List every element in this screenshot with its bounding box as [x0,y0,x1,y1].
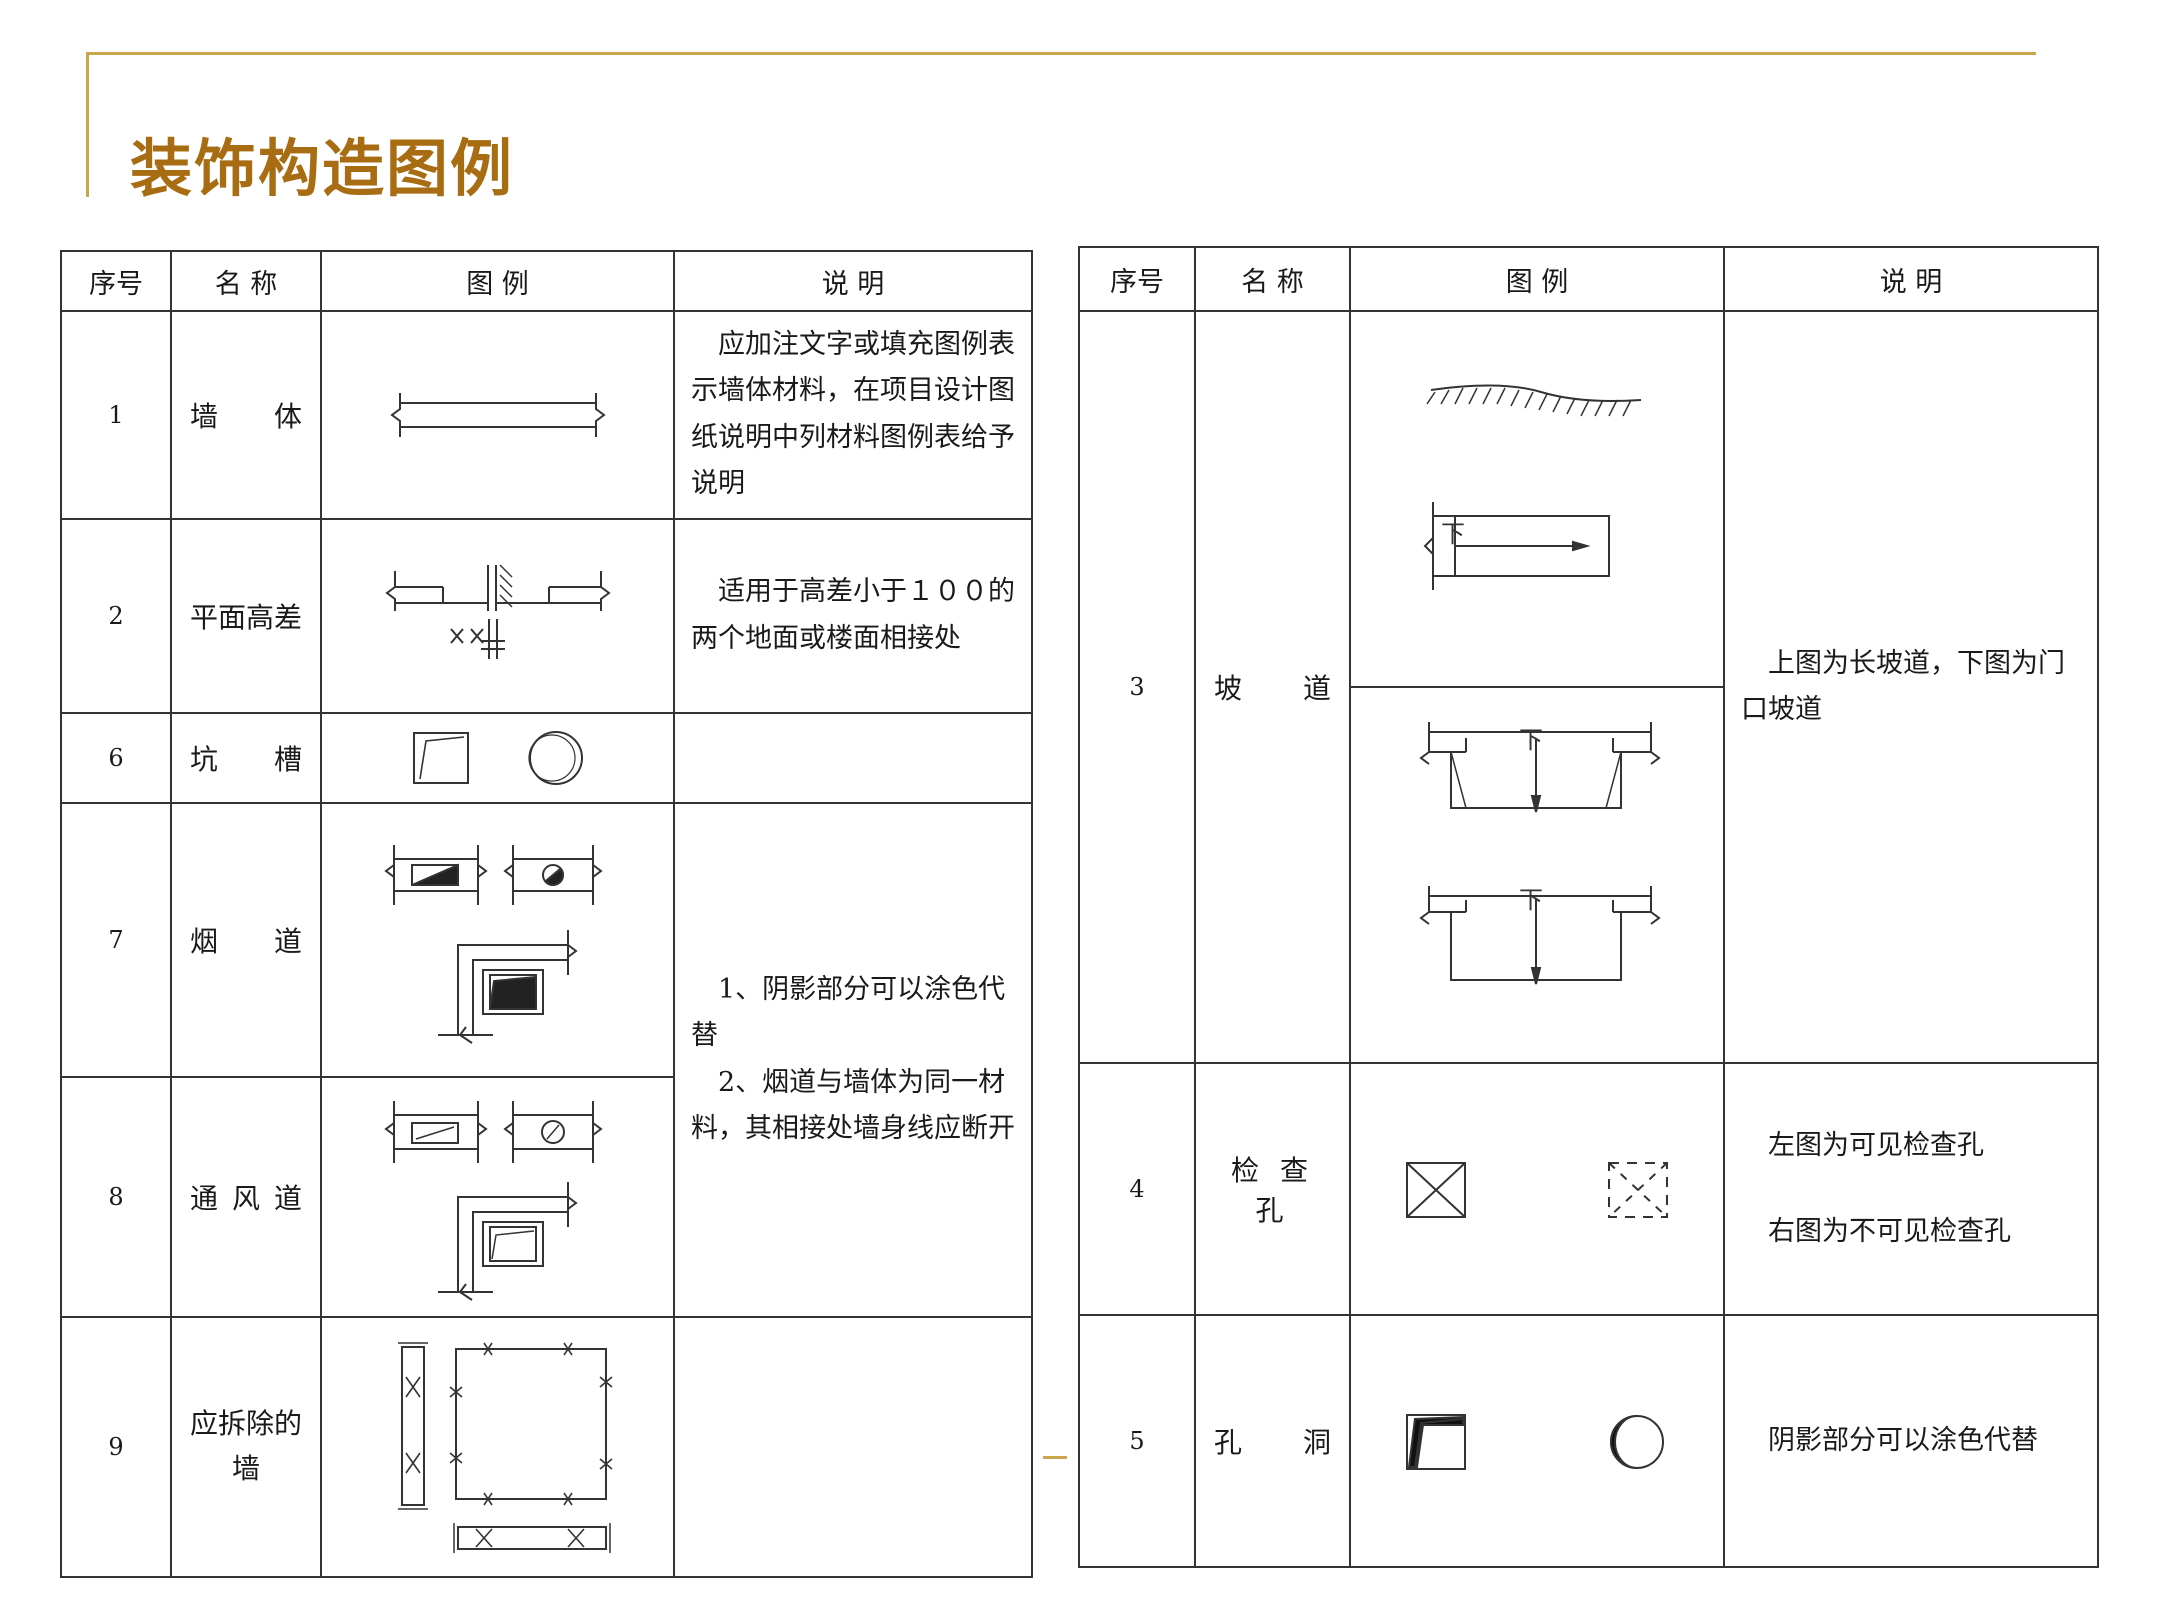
header-desc: 说 明 [673,250,1033,312]
table-header-row: 序号 名 称 图 例 说 明 [1078,246,2099,312]
table-row: 8 通风道 [60,1075,1032,1318]
table-row: 2 平面高差 适用于高差小于１００的两个地面或楼面相接处 [60,517,1033,714]
header-no: 序号 [60,250,172,312]
table-row: 4 检 查 孔 左图为可见检查孔 右图为不可见检查孔 [1078,1062,2099,1316]
row-number: 1 [60,310,172,520]
desc-line-1: 1、阴影部分可以涂色代替 [691,973,1006,1052]
wall-symbol-icon [320,310,675,520]
table-row: 6 坑 槽 [60,711,1033,804]
row-description: 阴影部分可以涂色代替 [1723,1314,2099,1568]
row-name: 孔 洞 [1194,1314,1351,1568]
desc-line-1: 左图为可见检查孔 [1768,1129,1984,1161]
row-number: 8 [60,1075,172,1318]
door-ramp-figure: 下 下 [1351,688,1723,1062]
row-number: 4 [1078,1062,1196,1316]
demolish-wall-icons [320,1315,675,1578]
row-name: 检 查 孔 [1194,1062,1351,1316]
row-description [673,711,1033,804]
row-description: 适用于高差小于１００的两个地面或楼面相接处 [673,517,1033,714]
table-row: 7 烟 道 [60,801,1033,1318]
flue-icons [320,801,675,1078]
desc-line-2: 2、烟道与墙体为同一材料，其相接处墙身线应断开 [691,1066,1015,1145]
table-row: 1 墙 体 应加注文字或填充图例表示墙体材料，在项目设计图纸说明中列材料图例表给… [60,310,1033,520]
row-description [673,1315,1033,1578]
opening-hole-icons [1349,1314,1725,1568]
row-name: 烟 道 [170,801,322,1078]
top-accent-rule [86,52,2036,55]
header-desc: 说 明 [1723,246,2099,312]
side-accent-rule [86,52,89,197]
header-name: 名 称 [1194,246,1351,312]
pit-icons [320,711,675,804]
floor-level-difference-icon [320,517,675,714]
row-name: 坡 道 [1194,310,1351,1064]
row-name: 墙 体 [170,310,322,520]
legend-table-left: 序号 名 称 图 例 说 明 1 墙 体 应加注文字或填充图例表示墙体材料，在项… [60,250,1033,1578]
row-description: 应加注文字或填充图例表示墙体材料，在项目设计图纸说明中列材料图例表给予说明 [673,310,1033,520]
table-row: 9 应拆除的墙 [60,1315,1033,1578]
inspection-hole-icons [1349,1062,1725,1316]
row-name: 应拆除的墙 [170,1315,322,1578]
air-duct-icons [320,1075,675,1318]
ramp-label-down: 下 [1441,520,1465,548]
row-description: 左图为可见检查孔 右图为不可见检查孔 [1723,1062,2099,1316]
header-legend: 图 例 [320,250,675,312]
desc-line-2: 右图为不可见检查孔 [1768,1216,2011,1247]
table-header-row: 序号 名 称 图 例 说 明 [60,250,1033,312]
row-number: 9 [60,1315,172,1578]
ramp-icons: 下 下 [1349,310,1725,1064]
row-description: 上图为长坡道，下图为门口坡道 [1723,310,2099,1064]
row-name: 坑 槽 [170,711,322,804]
header-name: 名 称 [170,250,322,312]
legend-table-right: 序号 名 称 图 例 说 明 3 坡 道 下 [1078,246,2099,1568]
header-legend: 图 例 [1349,246,1725,312]
header-no: 序号 [1078,246,1196,312]
ramp-label-down: 下 [1519,726,1543,754]
row-name: 通风道 [170,1075,322,1318]
accent-dash [1043,1456,1067,1459]
row-name: 平面高差 [170,517,322,714]
row-number: 2 [60,517,172,714]
page-title: 装饰构造图例 [130,132,515,205]
shared-description: 1、阴影部分可以涂色代替 2、烟道与墙体为同一材料，其相接处墙身线应断开 [673,801,1033,1318]
table-row: 5 孔 洞 阴影部分可以涂色代替 [1078,1314,2099,1568]
row-number: 7 [60,801,172,1078]
row-number: 6 [60,711,172,804]
ramp-label-down: 下 [1519,886,1543,914]
table-row: 3 坡 道 下 [1078,310,2099,1064]
row-number: 5 [1078,1314,1196,1568]
long-ramp-figure: 下 [1351,312,1723,688]
row-number: 3 [1078,310,1196,1064]
